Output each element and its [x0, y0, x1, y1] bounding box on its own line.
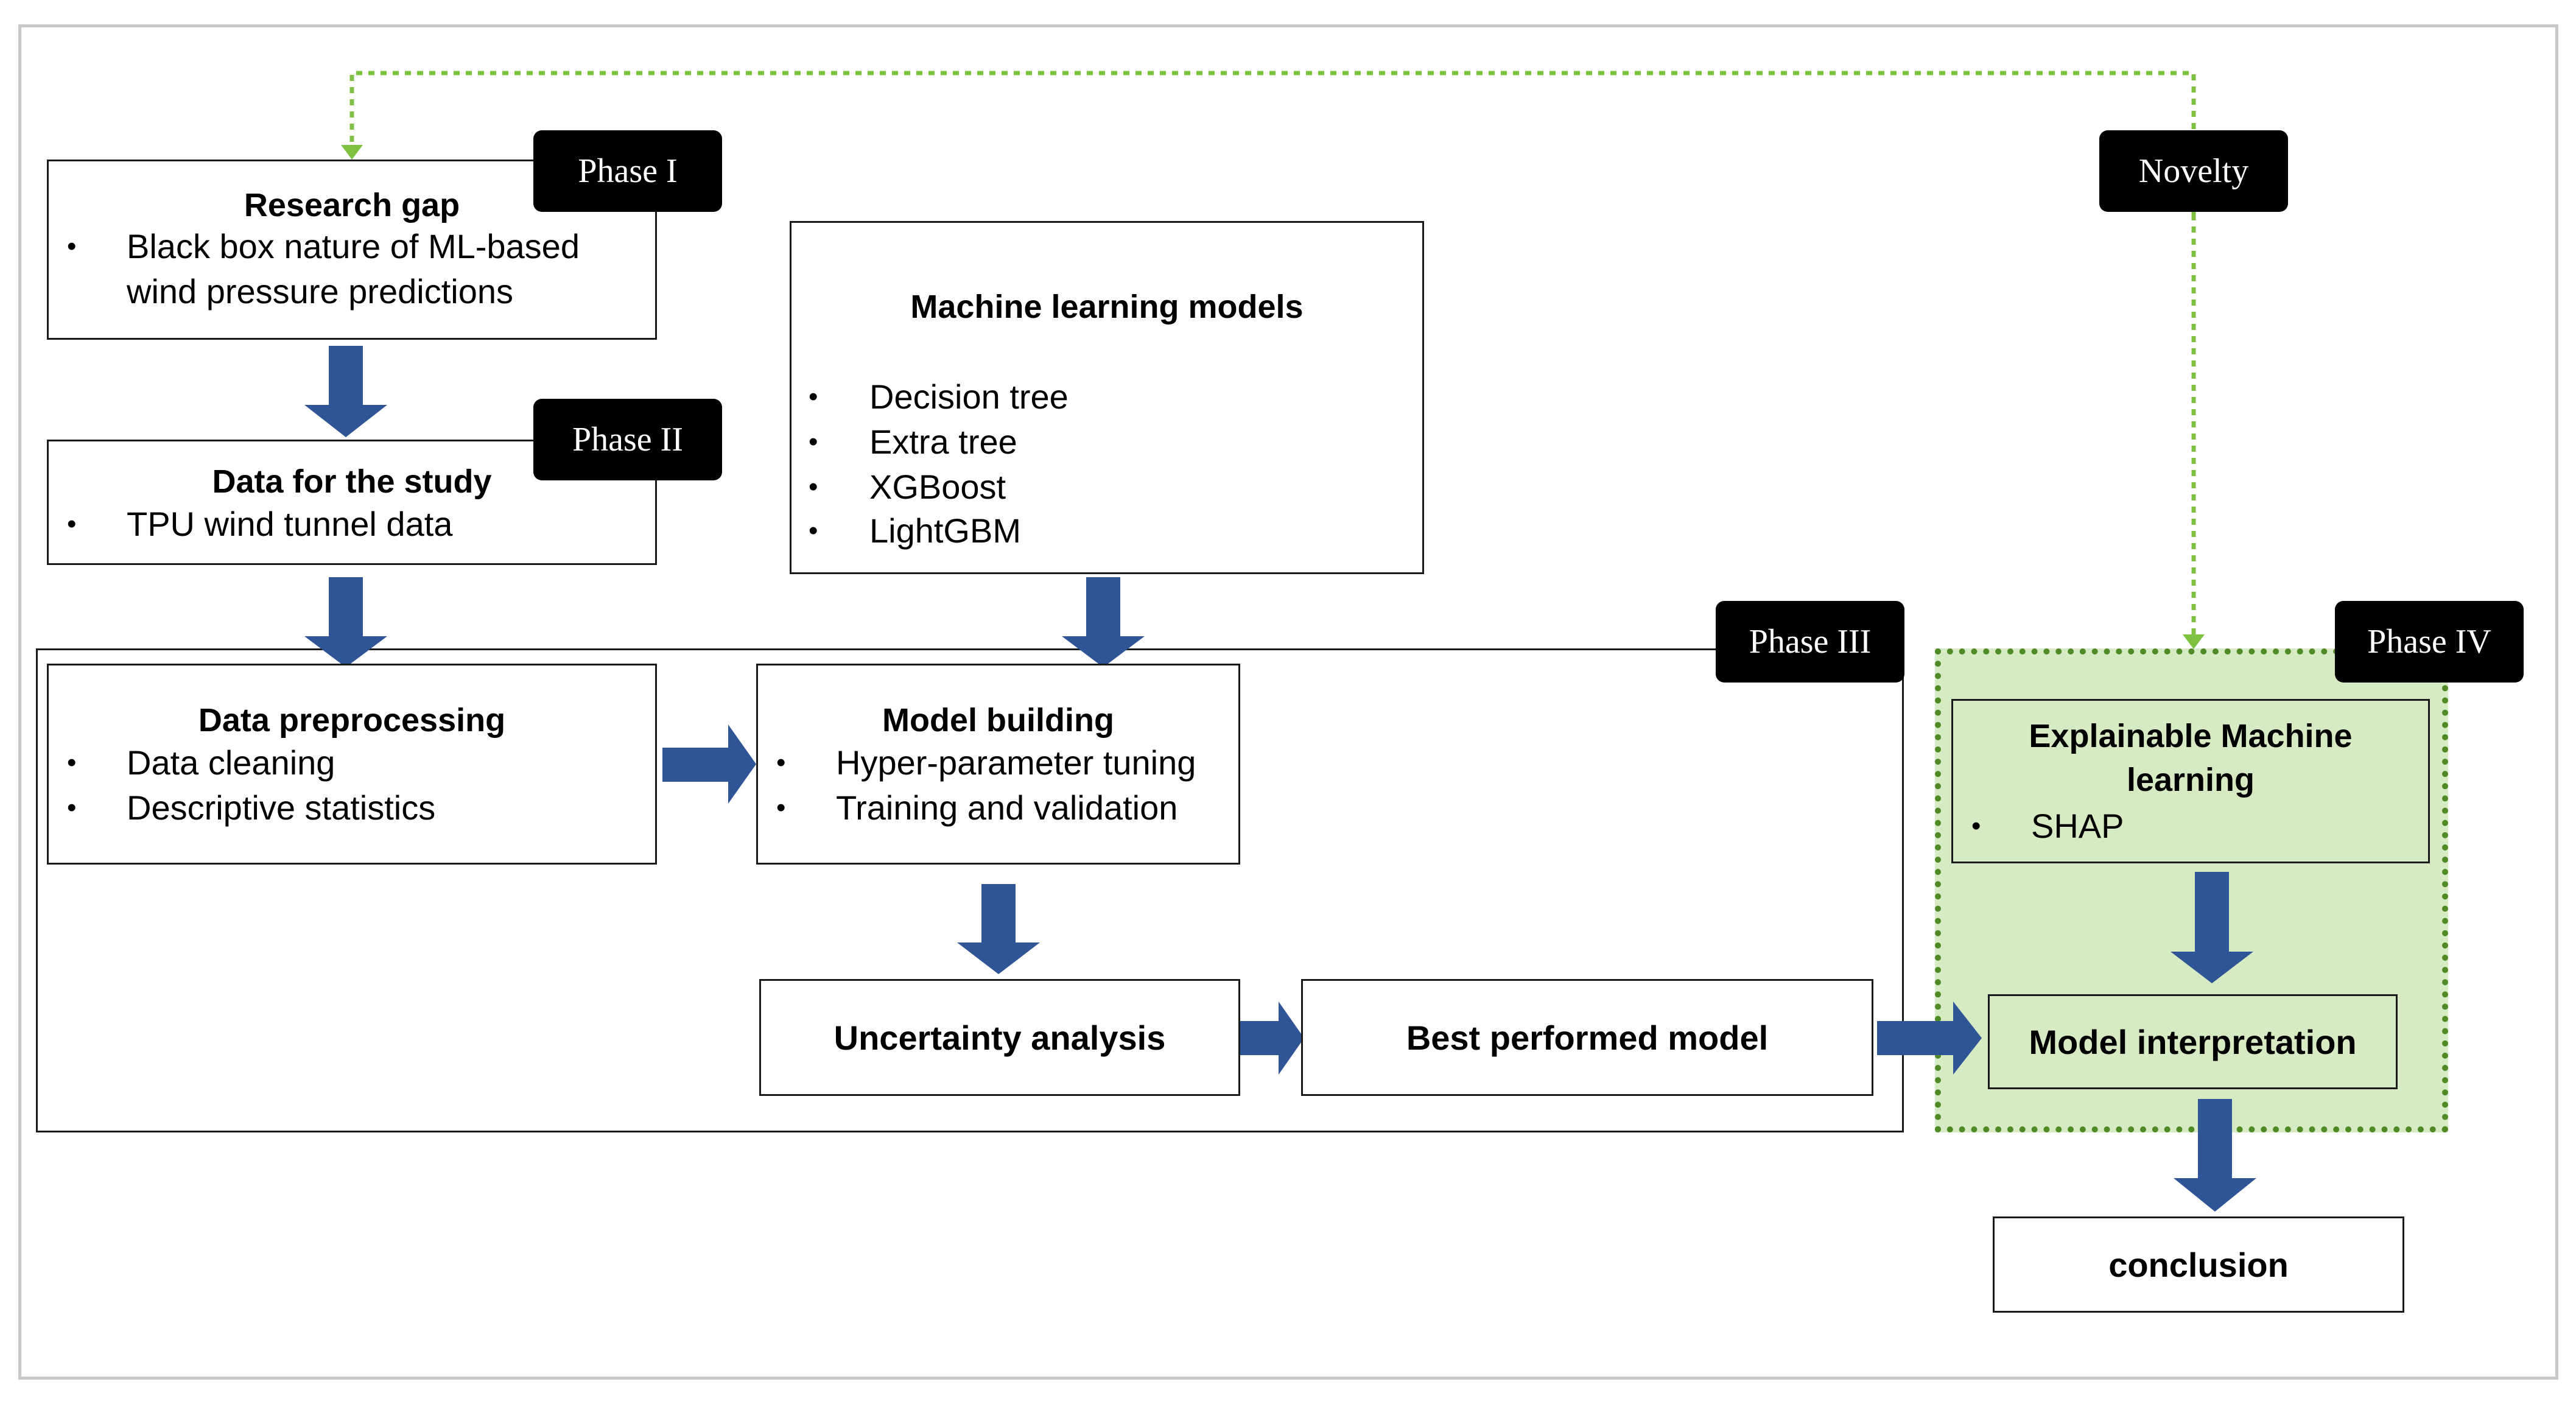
ml-model-item-2: Extra tree	[869, 423, 1017, 461]
data-study-title: Data for the study	[212, 463, 492, 500]
bullet-marker: •	[67, 748, 77, 777]
figure-frame	[18, 24, 2558, 1380]
interpretation-box: Model interpretation	[1988, 994, 2398, 1089]
ml-model-item-3: XGBoost	[869, 468, 1006, 506]
bullet-marker: •	[776, 793, 786, 823]
phase2-tag: Phase II	[533, 399, 722, 480]
conclusion-label: conclusion	[2108, 1245, 2289, 1284]
xml-title-line2: learning	[2126, 762, 2255, 798]
phase3-tag: Phase III	[1716, 601, 1904, 683]
research-gap-title: Research gap	[244, 187, 460, 223]
arrow-uncertainty-to-best	[1239, 1002, 1304, 1075]
arrow-interpretation-to-conclusion	[2174, 1099, 2256, 1212]
arrow-best-to-interpretation	[1877, 1002, 1982, 1075]
bullet-marker: •	[809, 382, 818, 412]
phase3-container	[36, 648, 1904, 1132]
preprocessing-item-1: Data cleaning	[127, 743, 335, 782]
arrow-preprocessing-to-building	[662, 725, 756, 804]
novelty-arrowhead-top	[341, 145, 363, 160]
research-gap-item-1: Black box nature of ML-based	[127, 227, 580, 265]
ml-models-box: Machine learning models • Decision tree …	[790, 221, 1424, 574]
phase1-tag: Phase I	[533, 130, 722, 212]
bullet-marker: •	[67, 509, 77, 539]
preprocessing-title: Data preprocessing	[198, 702, 506, 739]
bullet-marker: •	[1971, 811, 1981, 841]
xml-title-line1: Explainable Machine	[2029, 718, 2353, 754]
best-model-box: Best performed model	[1301, 979, 1873, 1096]
novelty-arrowhead-down	[2183, 634, 2205, 649]
model-building-item-1: Hyper-parameter tuning	[836, 743, 1196, 782]
bullet-marker: •	[67, 231, 77, 261]
preprocessing-item-2: Descriptive statistics	[127, 788, 436, 827]
model-building-title: Model building	[882, 702, 1114, 739]
research-gap-item-2: wind pressure predictions	[127, 272, 513, 311]
novelty-tag: Novelty	[2099, 130, 2288, 212]
uncertainty-label: Uncertainty analysis	[834, 1018, 1166, 1057]
conclusion-box: conclusion	[1993, 1216, 2404, 1313]
bullet-marker: •	[776, 748, 786, 777]
uncertainty-box: Uncertainty analysis	[759, 979, 1240, 1096]
phase4-tag: Phase IV	[2335, 601, 2524, 683]
ml-model-item-1: Decision tree	[869, 377, 1069, 416]
ml-model-item-4: LightGBM	[869, 511, 1021, 550]
arrow-research-to-data	[304, 346, 387, 437]
ml-models-title: Machine learning models	[910, 289, 1304, 325]
novelty-feedback-line	[349, 71, 2196, 214]
arrow-models-to-building	[1062, 577, 1145, 667]
bullet-marker: •	[809, 516, 818, 546]
bullet-marker: •	[809, 427, 818, 457]
best-model-label: Best performed model	[1406, 1018, 1769, 1057]
bullet-marker: •	[809, 472, 818, 502]
data-study-item-1: TPU wind tunnel data	[127, 505, 453, 543]
bullet-marker: •	[67, 793, 77, 823]
preprocessing-box: Data preprocessing • Data cleaning • Des…	[47, 664, 657, 865]
xml-box: Explainable Machine learning • SHAP	[1951, 699, 2430, 863]
arrow-xml-to-interpretation	[2171, 872, 2253, 983]
arrow-building-to-uncertainty	[957, 884, 1040, 974]
interpretation-label: Model interpretation	[2029, 1022, 2357, 1061]
arrow-data-to-preprocessing	[304, 577, 387, 667]
xml-item-1: SHAP	[2031, 807, 2124, 845]
model-building-item-2: Training and validation	[836, 788, 1178, 827]
model-building-box: Model building • Hyper-parameter tuning …	[756, 664, 1240, 865]
